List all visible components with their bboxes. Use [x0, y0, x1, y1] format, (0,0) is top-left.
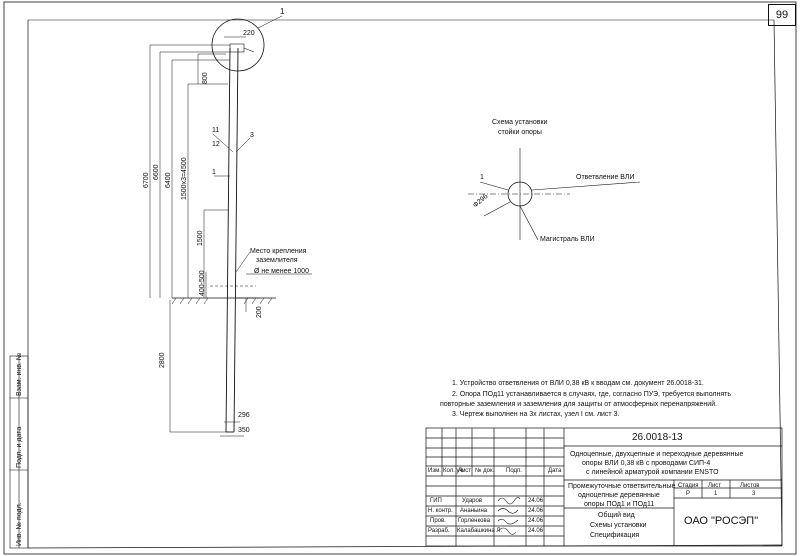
stamp-vzam-inv: Взам. инв. №: [16, 352, 23, 396]
row-date: 24.06: [528, 498, 544, 504]
row-name: Горленкова: [458, 518, 490, 524]
view-line-1: Общий вид: [598, 512, 635, 519]
row-date: 24.06: [528, 528, 544, 534]
sheet-title-line-3: опоры ПОд1 и ПОд11: [584, 501, 655, 508]
sheet-title-line-1: Промежуточные ответвительные: [568, 483, 676, 490]
view-line-3: Спецификация: [590, 532, 640, 539]
description-line-3: с линейной арматурой компании ENSTO: [586, 469, 719, 476]
note-2a: 2. Опора ПОд11 устанавливается в случаях…: [452, 391, 732, 398]
hdr-stage: Стадия: [678, 483, 699, 489]
scheme-title-1: Схема установки: [492, 119, 548, 126]
scheme-title-2: стойки опоры: [498, 129, 542, 136]
row-name: Ананьина: [460, 508, 488, 514]
callout-1-top: 1: [280, 7, 285, 16]
grounding-place-label-1: Место крепления: [250, 248, 307, 255]
dim-296: 296: [238, 412, 250, 419]
ground-hatch: [171, 297, 273, 305]
side-stamp-frame: [9, 355, 29, 549]
doc-code: 26.0018-13: [632, 432, 683, 443]
row-role: Пров.: [430, 518, 446, 524]
callout-leaders: [212, 133, 312, 275]
callout-3: 3: [250, 132, 254, 139]
page-number: 99: [768, 4, 796, 26]
branch-line: [531, 181, 641, 191]
company-name: ОАО "РОСЭП": [684, 515, 759, 527]
dim-6700: 6700: [143, 172, 150, 188]
dim-2800: 2800: [159, 352, 166, 368]
grounding-place-label-2: заземлителя: [256, 257, 298, 264]
note-3: 3. Чертеж выполнен на 3х листах, узел I …: [452, 411, 620, 418]
val-sheets: 3: [752, 491, 756, 497]
callout-12: 12: [212, 141, 220, 148]
row-role: Разраб.: [428, 528, 450, 534]
dim-6600: 6600: [153, 164, 160, 180]
col-izm: Изм.: [428, 468, 441, 474]
view-line-2: Схемы установки: [590, 522, 647, 529]
val-sheet: 1: [714, 491, 718, 497]
branch-label: Ответвление ВЛИ: [576, 174, 635, 181]
row-role: Н. контр.: [428, 508, 453, 514]
main-line: [519, 205, 539, 241]
note-1: 1. Устройство ответвления от ВЛИ 0,38 кВ…: [452, 380, 704, 387]
signatures: [497, 497, 521, 535]
dim-350: 350: [238, 427, 250, 434]
row-role: ГИП: [430, 498, 442, 504]
description-line-2: опоры ВЛИ 0,38 кВ с проводами СИП-4: [582, 460, 711, 467]
note-2b: повторные заземления и заземления для за…: [440, 401, 718, 408]
stamp-inv-podl: Инв. № подл.: [16, 502, 23, 546]
stamp-podp-data: Подп. и дата: [16, 426, 23, 468]
hdr-sheets: Листов: [740, 483, 760, 489]
val-stage: Р: [686, 491, 691, 497]
row-date: 24.06: [528, 508, 544, 514]
dim-1500x3: 1500х3=4500: [181, 157, 188, 200]
dim-1500: 1500: [197, 230, 204, 246]
pole-drawing: [149, 15, 312, 437]
main-line-label: Магистраль ВЛИ: [540, 236, 595, 243]
title-block-frame: [425, 427, 783, 547]
col-data: Дата: [548, 468, 562, 474]
dim-220: 220: [243, 30, 255, 37]
col-podp: Подп.: [506, 468, 522, 474]
row-date: 24.06: [528, 518, 544, 524]
dim-6400: 6400: [165, 172, 172, 188]
col-list: Лист: [458, 468, 472, 474]
col-kol: Кол. уч.: [443, 468, 465, 474]
callout-1-mid: 1: [212, 169, 216, 176]
depth-note: Ø не менее 1000: [254, 268, 309, 275]
callout-1-scheme: 1: [480, 174, 484, 181]
dim-200: 200: [256, 306, 263, 318]
dim-800: 800: [202, 72, 209, 84]
sheet-title-line-2: одноцепные деревянные: [578, 492, 660, 499]
dim-400-500: 400-500: [199, 270, 206, 296]
callout-11: 11: [212, 127, 220, 134]
col-ndok: № док.: [475, 468, 495, 474]
installation-scheme: [468, 148, 641, 241]
hdr-sheet: Лист: [708, 483, 722, 489]
frame-right: [773, 19, 783, 546]
description-line-1: Одноцепные, двухцепные и переходные дере…: [570, 451, 744, 458]
outer-border: [3, 1, 797, 555]
row-name: Калабашкина Л.: [457, 528, 503, 534]
dimension-lines: [149, 36, 260, 437]
frame-bottom: [27, 544, 783, 549]
row-name: Ударов: [462, 498, 483, 504]
